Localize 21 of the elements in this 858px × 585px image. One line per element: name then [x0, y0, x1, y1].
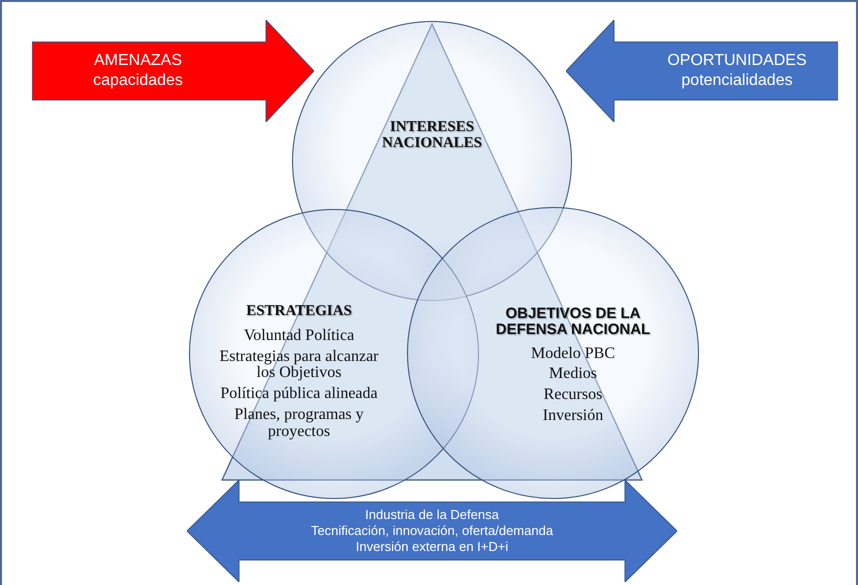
block-arrow: [32, 20, 314, 122]
circle-text: Medios: [549, 366, 597, 384]
circle-text: Voluntad Política: [244, 328, 354, 345]
arrow-label: potencialidades: [681, 71, 793, 91]
circle-text: Recursos: [544, 387, 602, 404]
arrow-label: Tecnificación, innovación, oferta/demanda: [310, 522, 554, 540]
circle-text: Planes, programas y proyectos: [233, 406, 365, 441]
arrow-label: Inversión externa en I+D+i: [356, 539, 508, 556]
circle-heading: INTERESES NACIONALES: [380, 120, 484, 152]
arrow-label: AMENAZAS: [94, 51, 182, 71]
block-arrow: [187, 480, 677, 582]
circle-heading: ESTRATEGIAS: [246, 304, 352, 320]
arrow-label: capacidades: [93, 71, 183, 91]
arrow-label: Industria de la Defensa: [365, 506, 499, 523]
arrow-label: OPORTUNIDADES: [667, 51, 807, 71]
circle-heading: OBJETIVOS DE LA DEFENSA NACIONAL: [494, 306, 652, 338]
circle-text: Modelo PBC: [530, 346, 615, 362]
circle-text: Estrategias para alcanzar los Objetivos: [218, 348, 380, 382]
block-arrow: [566, 20, 838, 122]
circle-text: Inversión: [542, 408, 604, 425]
circle-text: Política pública alineada: [220, 386, 378, 403]
